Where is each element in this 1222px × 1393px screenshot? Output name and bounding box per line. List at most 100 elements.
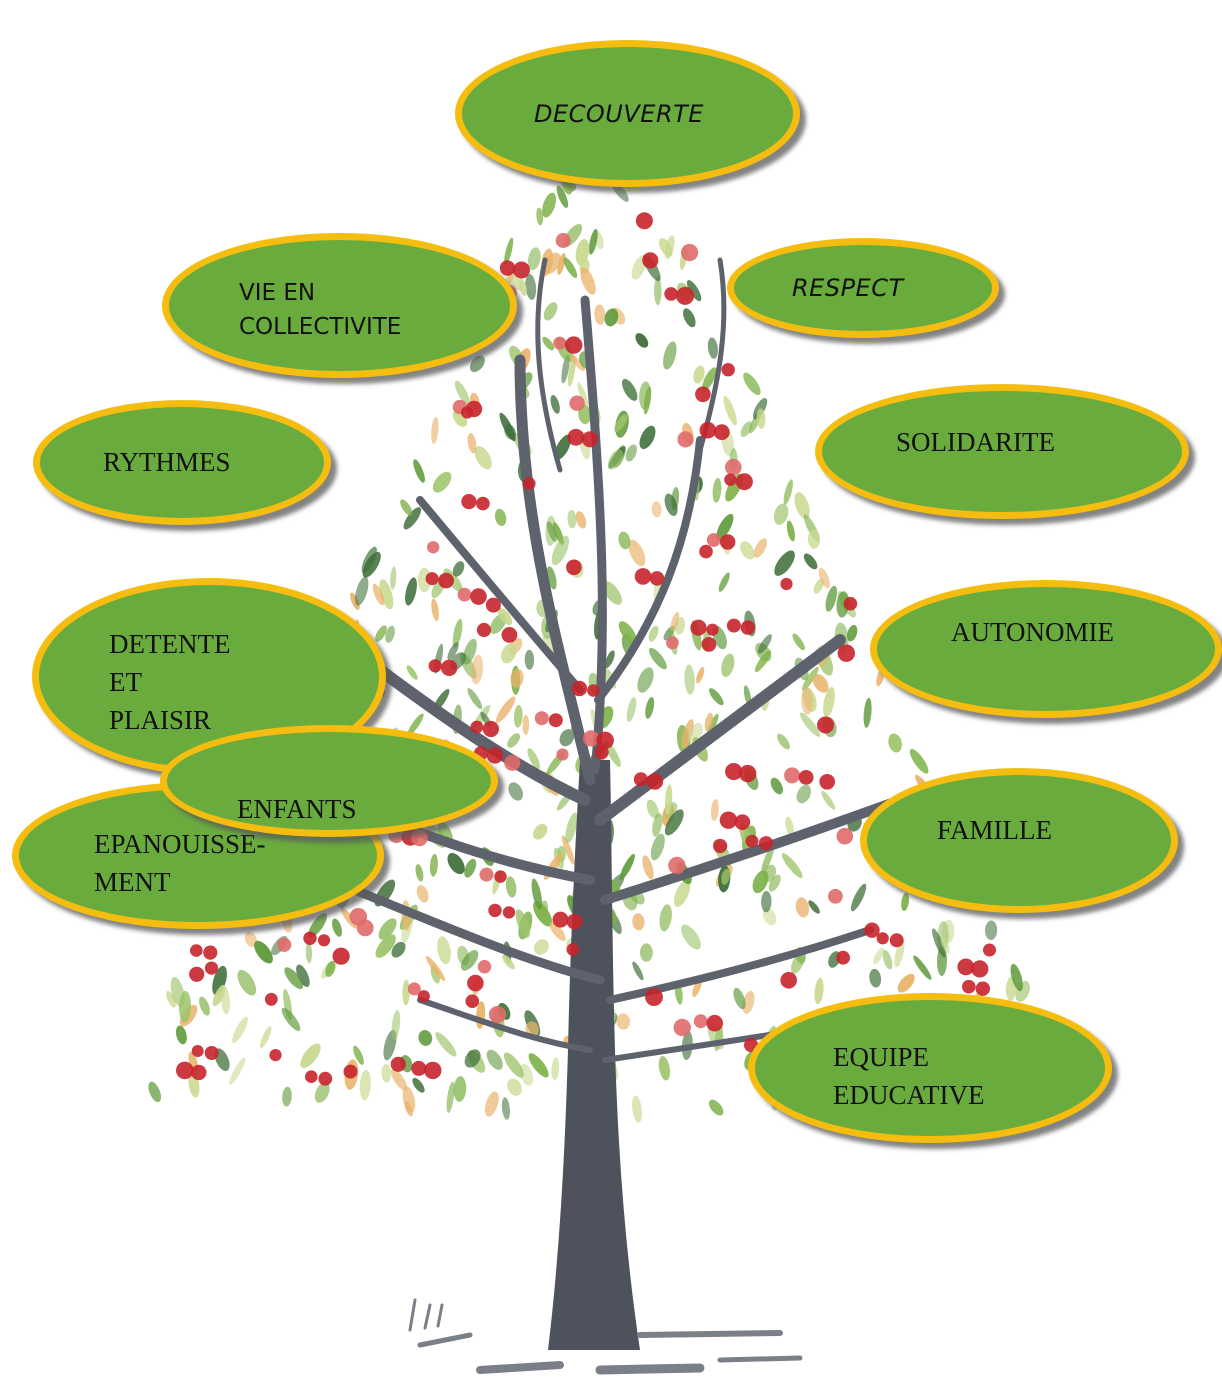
leaf bbox=[932, 928, 946, 958]
leaf bbox=[1010, 963, 1023, 992]
cherry bbox=[461, 494, 477, 510]
leaf bbox=[608, 449, 623, 470]
leaf bbox=[763, 864, 777, 883]
leaf bbox=[650, 833, 665, 861]
cherry bbox=[664, 287, 678, 301]
leaf bbox=[166, 990, 176, 1008]
leaf bbox=[712, 477, 722, 503]
cherry bbox=[837, 644, 855, 662]
leaf bbox=[494, 508, 507, 526]
leaf bbox=[757, 634, 772, 654]
value-bubble-enfants: ENFANTS bbox=[160, 725, 498, 837]
leaf bbox=[850, 883, 867, 912]
leaf bbox=[432, 471, 452, 493]
cherry bbox=[581, 431, 598, 448]
value-bubble-rythmes: RYTHMES bbox=[33, 400, 331, 525]
leaf bbox=[888, 733, 902, 753]
cherry bbox=[817, 716, 834, 734]
cherry bbox=[318, 1071, 333, 1086]
leaf bbox=[799, 712, 821, 737]
leaf bbox=[652, 813, 663, 837]
cherry bbox=[476, 496, 490, 511]
cherry bbox=[269, 1049, 282, 1062]
leaf bbox=[796, 784, 812, 804]
cherry bbox=[486, 747, 504, 764]
cherry bbox=[719, 811, 738, 829]
cherry bbox=[494, 870, 507, 883]
leaf bbox=[407, 713, 424, 736]
leaf bbox=[505, 876, 517, 898]
leaf bbox=[415, 864, 424, 882]
cherry bbox=[690, 619, 707, 636]
leaf bbox=[354, 576, 369, 606]
cherry bbox=[569, 395, 585, 411]
cherry bbox=[485, 597, 501, 613]
leaf bbox=[578, 404, 592, 425]
leaf bbox=[525, 273, 537, 300]
cherry bbox=[596, 731, 614, 750]
cherry bbox=[635, 212, 653, 230]
cherry bbox=[666, 636, 679, 650]
leaf bbox=[807, 529, 821, 549]
leaf bbox=[639, 381, 651, 410]
cherry bbox=[780, 577, 793, 591]
cherry bbox=[190, 944, 203, 957]
leaf bbox=[940, 936, 950, 954]
leaf bbox=[575, 511, 587, 529]
leaf bbox=[628, 539, 646, 567]
cherry bbox=[488, 1006, 507, 1024]
cherry bbox=[501, 627, 518, 643]
leaf bbox=[602, 581, 622, 605]
leaf bbox=[740, 541, 755, 560]
cherry bbox=[780, 972, 797, 989]
leaf bbox=[801, 686, 813, 715]
leaf bbox=[648, 625, 659, 642]
leaf bbox=[664, 493, 678, 516]
leaf bbox=[626, 697, 637, 722]
leaf bbox=[616, 1013, 631, 1030]
cherry bbox=[724, 473, 737, 486]
cherry bbox=[479, 867, 494, 882]
leaf bbox=[696, 667, 705, 684]
leaf bbox=[378, 918, 397, 940]
leaf bbox=[148, 1081, 162, 1103]
leaf bbox=[237, 969, 257, 996]
cherry bbox=[734, 814, 751, 830]
leaf bbox=[645, 697, 655, 719]
leaf bbox=[709, 1099, 724, 1116]
leaf bbox=[648, 647, 667, 670]
leaf bbox=[786, 520, 795, 542]
leaf bbox=[400, 499, 413, 516]
leaf bbox=[546, 521, 558, 543]
cherry bbox=[567, 428, 585, 446]
cherry bbox=[565, 336, 583, 354]
leaf bbox=[332, 918, 342, 937]
value-label-line-1: VIE EN bbox=[239, 280, 316, 306]
cherry bbox=[476, 622, 492, 638]
leaf bbox=[803, 553, 818, 570]
leaf bbox=[359, 1069, 371, 1101]
leaf bbox=[563, 257, 578, 278]
cherry bbox=[699, 544, 713, 559]
cherry bbox=[975, 981, 990, 996]
leaf bbox=[447, 853, 465, 875]
leaf bbox=[431, 417, 439, 444]
leaf bbox=[740, 421, 753, 437]
cherry bbox=[176, 1061, 194, 1080]
cherry bbox=[864, 922, 880, 938]
leaf bbox=[391, 941, 406, 958]
cherry bbox=[441, 659, 458, 676]
leaf bbox=[452, 618, 463, 648]
leaf bbox=[412, 1077, 425, 1093]
leaf bbox=[232, 1016, 248, 1044]
leaf bbox=[362, 551, 381, 578]
leaf bbox=[533, 823, 548, 840]
leaf bbox=[774, 550, 795, 576]
cherry bbox=[424, 1061, 442, 1080]
cherry bbox=[706, 623, 719, 636]
leaf bbox=[756, 408, 766, 429]
leaf bbox=[515, 909, 530, 938]
value-label: DECOUVERTE bbox=[534, 100, 704, 128]
leaf bbox=[618, 531, 631, 550]
cherry bbox=[699, 421, 717, 439]
